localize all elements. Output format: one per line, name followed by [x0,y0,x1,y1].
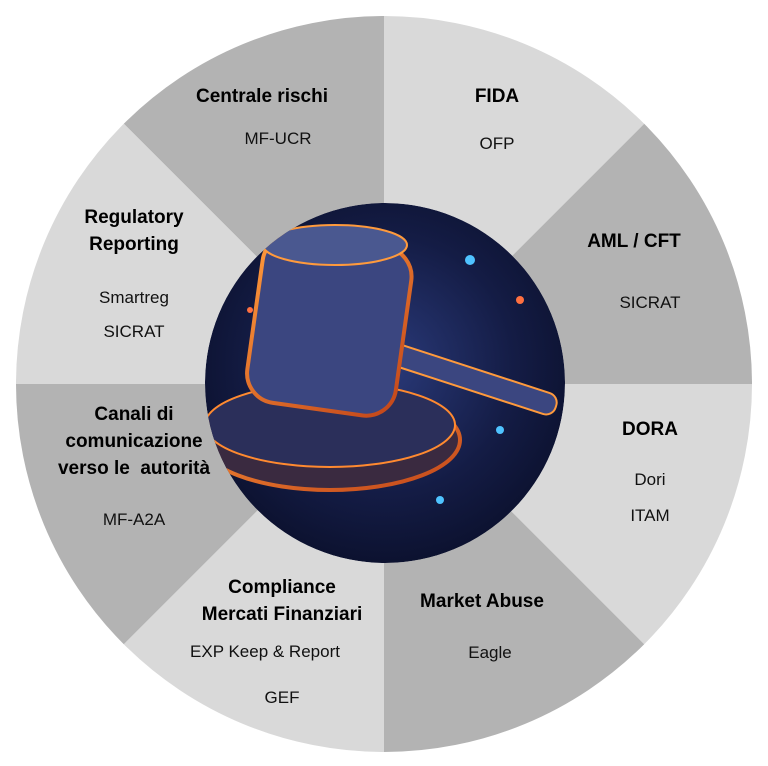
segment-aml-cft: AML / CFT SICRAT [587,231,681,312]
segment-title: Market Abuse [420,591,544,612]
segment-item: EXP Keep & Report [190,642,340,661]
segment-title: Mercati Finanziari [202,604,363,625]
segment-item: GEF [265,688,300,707]
segment-title: Canali di [94,404,173,425]
segment-item: Eagle [468,643,511,662]
segment-canali-comunicazione: Canali di comunicazione verso le autorit… [58,404,210,529]
segment-title: Compliance [228,577,336,598]
segment-market-abuse: Market Abuse Eagle [420,591,544,662]
segment-title: Regulatory [84,207,184,228]
segment-title: DORA [622,419,678,440]
segment-item: Dori [634,470,665,489]
segment-title: comunicazione [65,431,202,452]
segment-compliance-mercati-finanziari: Compliance Mercati Finanziari EXP Keep &… [190,577,362,707]
center-image [205,203,565,563]
segment-title: FIDA [475,86,520,107]
segment-item: Smartreg [99,288,169,307]
gavel-icon [205,224,558,504]
segment-item: MF-UCR [244,129,311,148]
segment-item: ITAM [630,506,669,525]
segment-fida: FIDA OFP [475,86,520,153]
segment-regulatory-reporting: Regulatory Reporting Smartreg SICRAT [84,207,184,341]
segment-item: MF-A2A [103,510,166,529]
segment-dora: DORA Dori ITAM [622,419,678,525]
segment-item: SICRAT [103,322,164,341]
segment-item: OFP [480,134,515,153]
segment-title: verso le autorità [58,458,210,479]
segment-centrale-rischi: Centrale rischi MF-UCR [196,86,328,148]
segment-title: Reporting [89,234,179,255]
segment-title: AML / CFT [587,231,681,252]
segment-item: SICRAT [619,293,680,312]
segment-title: Centrale rischi [196,86,328,107]
